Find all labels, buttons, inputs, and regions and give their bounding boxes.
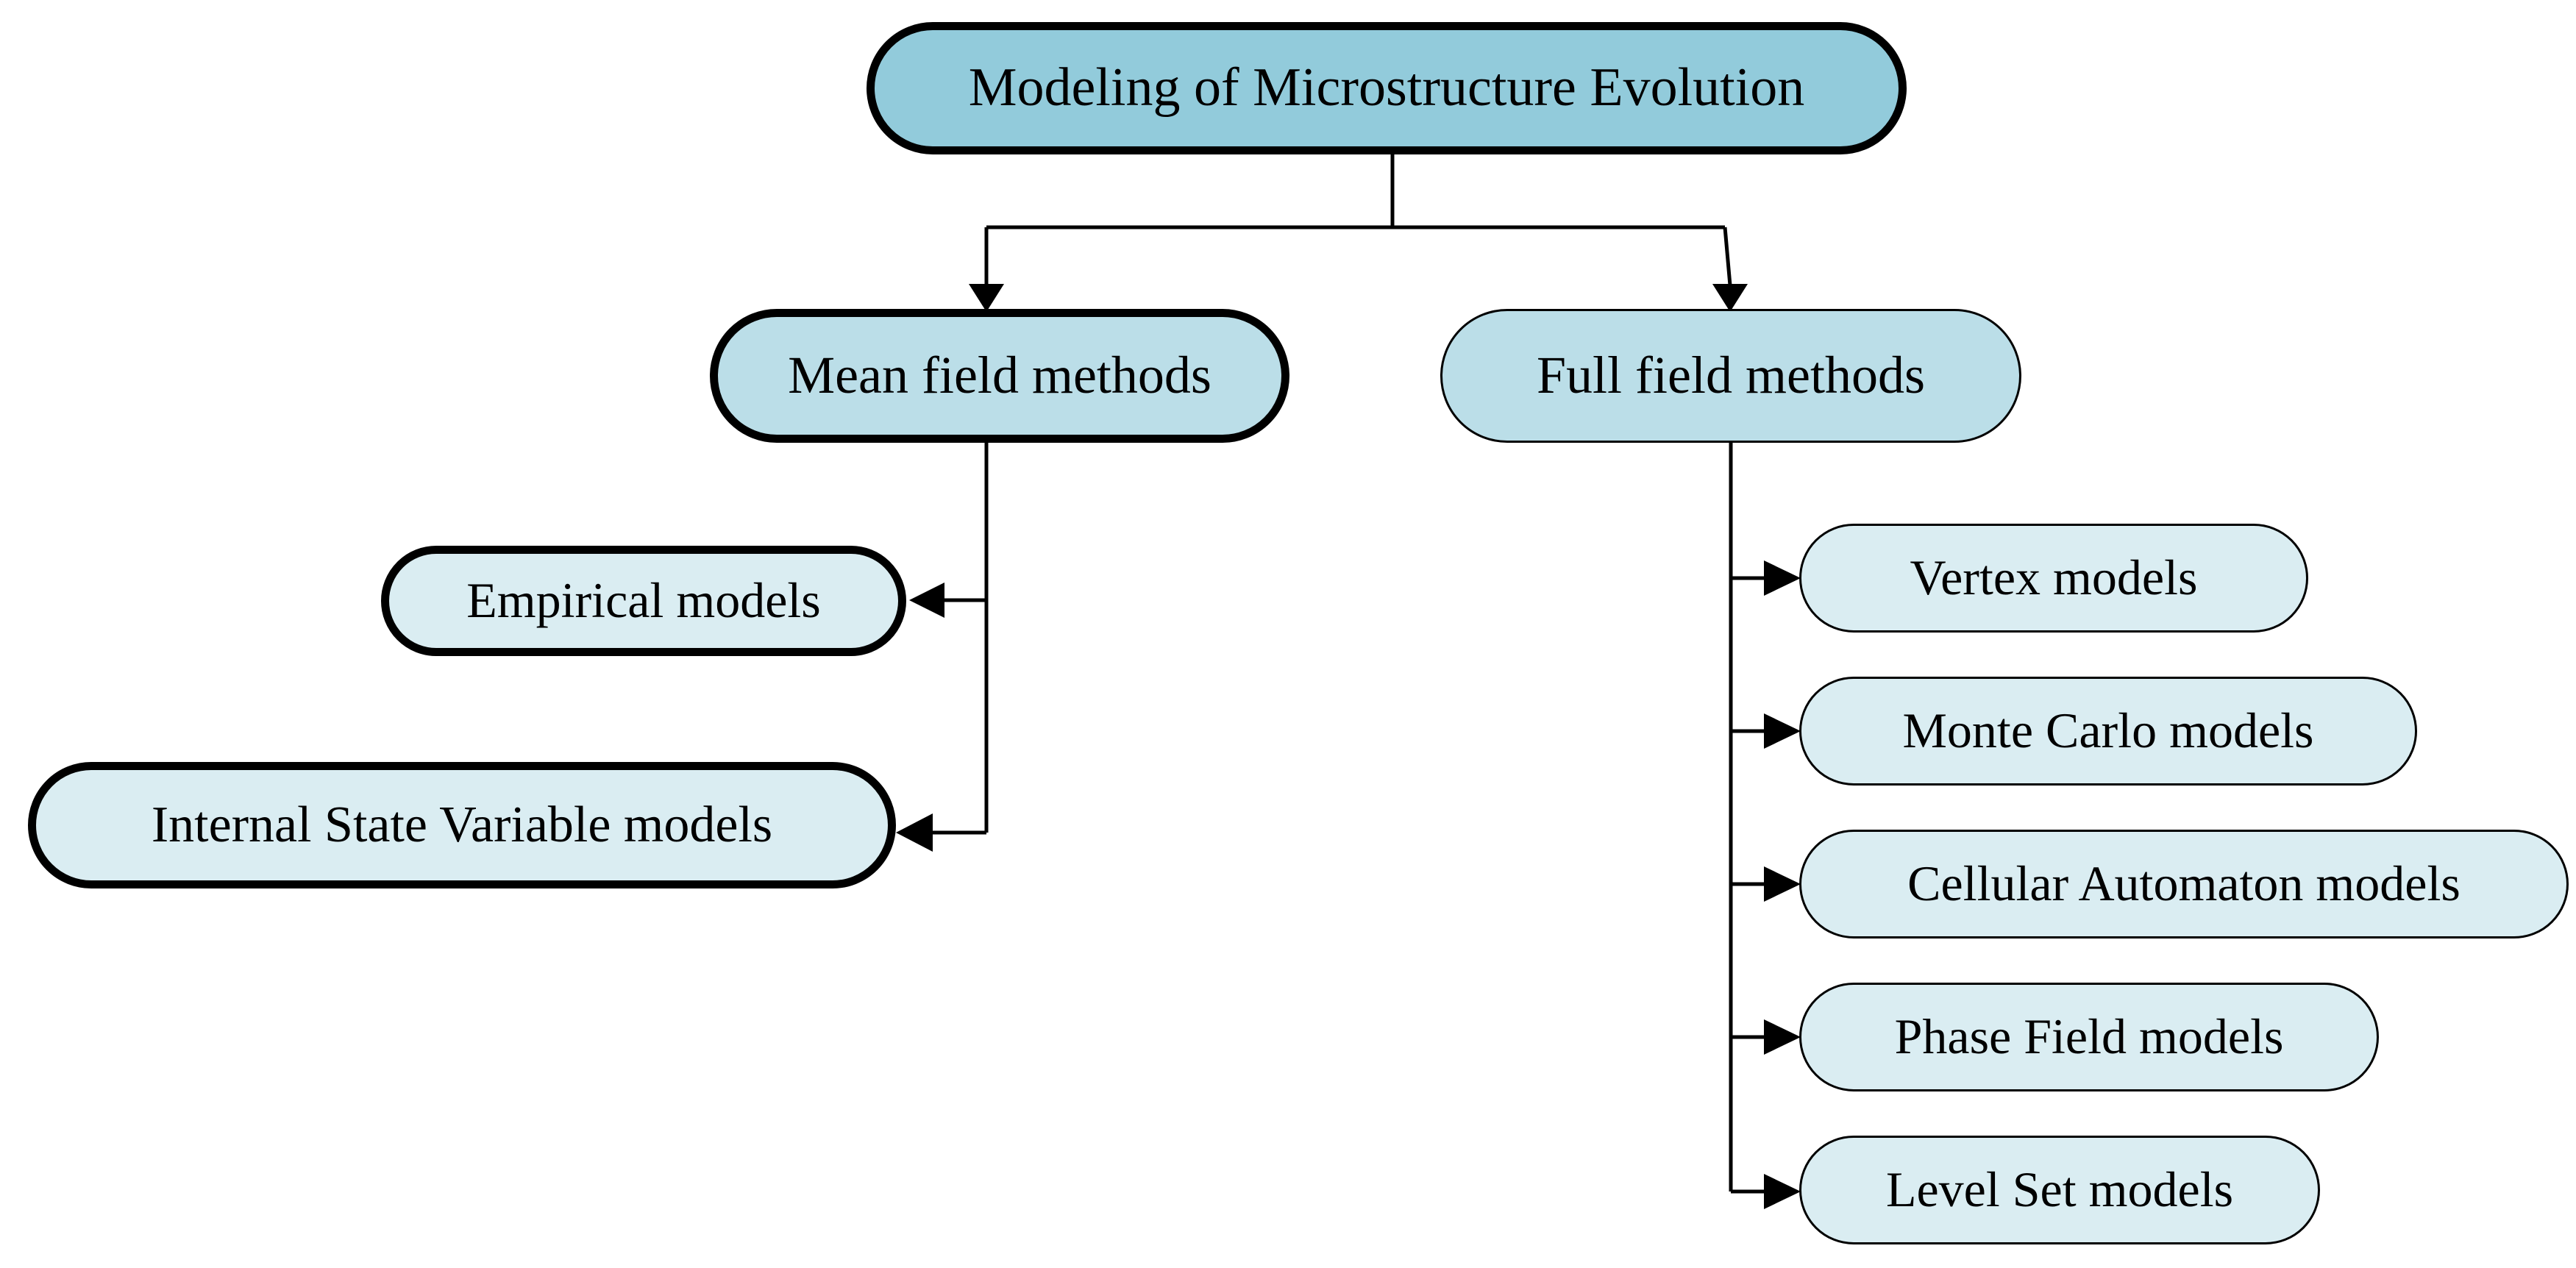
node-vertex-models[interactable]: Vertex models: [1799, 524, 2308, 633]
edge-full-field-to-level-set: [1731, 1174, 1801, 1209]
node-internal-state-variable-models[interactable]: Internal State Variable models: [28, 762, 896, 888]
node-cellular-automaton-models-label: Cellular Automaton models: [1907, 855, 2461, 912]
node-vertex-models-label: Vertex models: [1910, 549, 2198, 606]
node-monte-carlo-models-label: Monte Carlo models: [1902, 702, 2314, 759]
node-full-field-methods[interactable]: Full field methods: [1440, 309, 2021, 443]
node-cellular-automaton-models[interactable]: Cellular Automaton models: [1799, 830, 2569, 938]
node-empirical-models[interactable]: Empirical models: [381, 546, 906, 656]
node-mean-field-methods[interactable]: Mean field methods: [710, 309, 1289, 443]
edge-full-field-to-phase-field: [1731, 1019, 1801, 1055]
node-mean-field-methods-label: Mean field methods: [788, 346, 1211, 405]
node-root[interactable]: Modeling of Microstructure Evolution: [867, 22, 1907, 154]
node-monte-carlo-models[interactable]: Monte Carlo models: [1799, 677, 2417, 786]
node-phase-field-models-label: Phase Field models: [1894, 1008, 2284, 1065]
node-empirical-models-label: Empirical models: [466, 572, 821, 629]
node-level-set-models[interactable]: Level Set models: [1799, 1136, 2320, 1244]
edge-root-to-mean-field: [969, 227, 1004, 312]
node-internal-state-variable-models-label: Internal State Variable models: [151, 797, 773, 854]
edge-full-field-to-monte-carlo: [1731, 713, 1801, 749]
edge-mean-field-to-isv: [896, 813, 986, 852]
edge-full-field-to-cellular-automaton: [1731, 866, 1801, 902]
node-level-set-models-label: Level Set models: [1885, 1161, 2234, 1218]
node-phase-field-models[interactable]: Phase Field models: [1799, 983, 2379, 1091]
edge-root-to-full-field: [1712, 227, 1748, 312]
node-root-label: Modeling of Microstructure Evolution: [968, 57, 1805, 118]
node-full-field-methods-label: Full field methods: [1537, 346, 1925, 405]
edge-full-field-to-vertex: [1731, 560, 1801, 596]
edge-root-stem: [986, 153, 1725, 229]
edge-mean-field-to-empirical: [909, 583, 986, 618]
